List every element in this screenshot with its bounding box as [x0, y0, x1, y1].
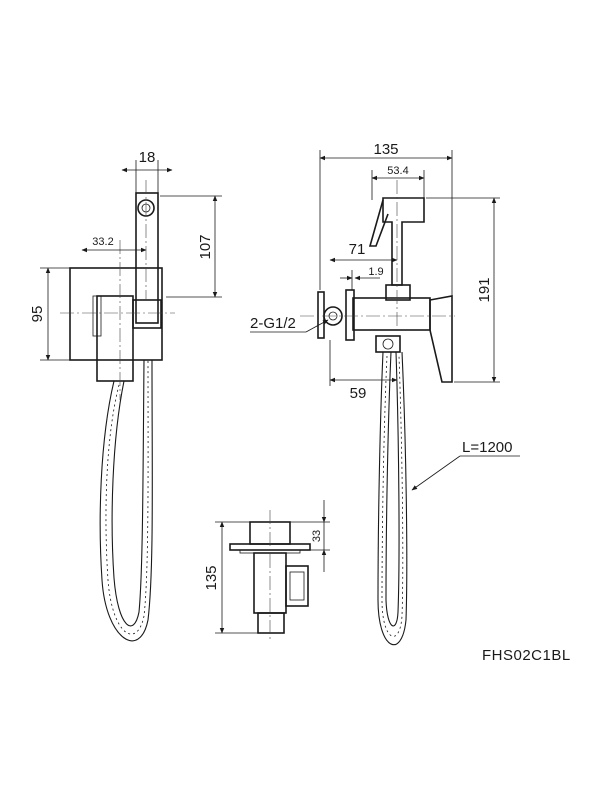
side-view: 18 33.2 107 95	[29, 149, 222, 642]
dim-side-height-top: 107	[197, 234, 214, 259]
product-code: FHS02C1BL	[482, 647, 571, 664]
dim-front-head: 53.4	[387, 165, 408, 177]
side-wall-plate	[69, 267, 163, 361]
side-mixer-body	[96, 295, 134, 382]
thread-label: 2-G1/2	[250, 315, 296, 332]
front-mixer-body	[352, 297, 431, 331]
dim-front-gap: 1.9	[368, 266, 383, 278]
front-lever	[429, 295, 453, 383]
front-handset	[382, 197, 425, 286]
valve-side-port	[285, 565, 309, 607]
dim-side-plate: 95	[29, 306, 46, 323]
dim-valve-height: 135	[203, 565, 220, 590]
side-holder	[132, 299, 162, 329]
dim-front-width: 135	[373, 141, 398, 158]
dim-front-total-height: 191	[476, 277, 493, 302]
hose-length-label: L=1200	[462, 439, 512, 456]
valve-view: 135 33	[203, 500, 330, 640]
front-hose	[377, 351, 408, 646]
valve-outlet	[257, 612, 285, 634]
front-holder	[385, 284, 411, 301]
front-wall-flange	[317, 291, 325, 339]
front-view: 135 53.4 71 1.9 2-G1/2 191 59	[250, 141, 520, 646]
side-hose	[99, 359, 153, 642]
dim-front-bottom: 59	[350, 385, 367, 402]
dim-valve-top: 33	[311, 530, 323, 542]
dim-side-width: 18	[139, 149, 156, 166]
side-handset-body	[135, 192, 159, 324]
front-trigger	[368, 199, 389, 247]
dim-side-offset: 33.2	[92, 236, 113, 248]
dim-front-depth: 71	[349, 241, 366, 258]
